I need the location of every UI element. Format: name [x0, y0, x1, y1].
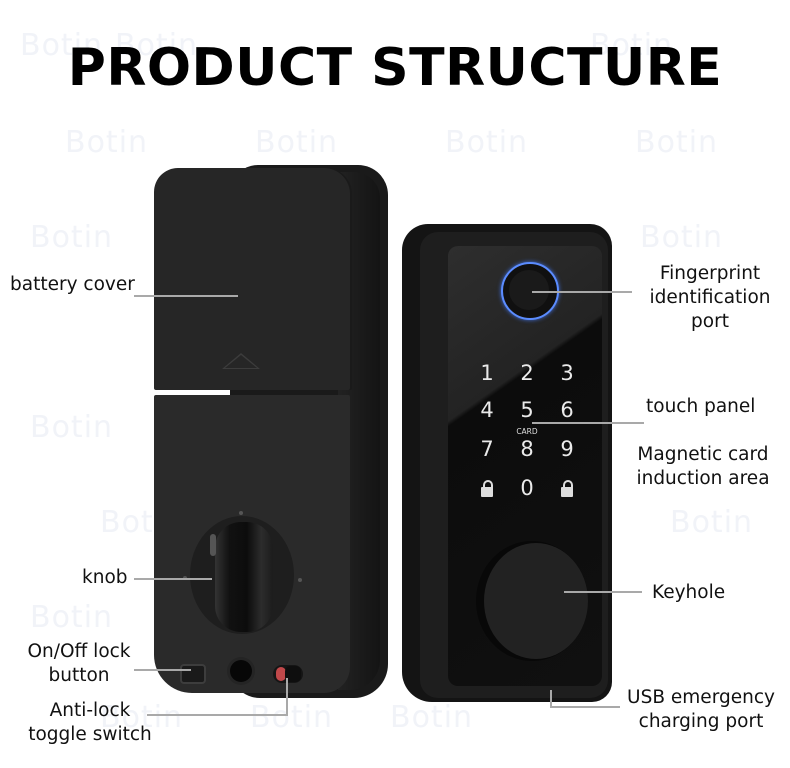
label-line: On/Off lock: [27, 641, 131, 662]
dot: [239, 511, 243, 515]
keypad-key: 3: [560, 361, 574, 385]
watermark: Botin: [65, 125, 149, 160]
leader-line: [286, 678, 288, 716]
label-line: charging port: [638, 711, 764, 732]
watermark: Botin: [445, 125, 529, 160]
keyhole-cover: [484, 543, 588, 659]
thumb-turn-knob: [215, 522, 273, 632]
watermark: Botin: [30, 410, 114, 445]
card-label: CARD: [516, 427, 538, 436]
toggle-knob: [285, 666, 301, 682]
watermark: Botin: [390, 700, 474, 735]
on-off-lock-button: [180, 664, 206, 684]
toggle-indicator: [276, 667, 286, 681]
leader-line: [134, 669, 191, 671]
keypad-key: 4: [480, 398, 494, 422]
keypad-key: 9: [560, 437, 574, 461]
fingerprint-sensor: [509, 270, 549, 310]
keypad-key: 6: [560, 398, 574, 422]
label-battery-cover: battery cover: [10, 274, 135, 295]
leader-line: [550, 706, 620, 708]
knob-indicator: [210, 534, 216, 556]
leader-line: [134, 578, 212, 580]
watermark: Botin: [255, 125, 339, 160]
watermark: Botin: [640, 220, 724, 255]
keypad-key: 8: [520, 437, 534, 461]
watermark: Botin: [115, 28, 199, 63]
arrow-up-icon: [222, 353, 260, 369]
label-usb-charging-port: USB emergency charging port: [622, 686, 780, 734]
label-on-off-lock-button: On/Off lock button: [20, 640, 138, 688]
watermark: Botin: [670, 505, 754, 540]
keypad-key: 1: [480, 361, 494, 385]
watermark: Botin: [30, 600, 114, 635]
keypad-key: 2: [520, 361, 534, 385]
unlock-icon: [561, 480, 573, 497]
leader-line: [532, 291, 632, 293]
label-line: Fingerprint: [659, 263, 761, 284]
watermark: Botin: [635, 125, 719, 160]
label-line: Anti-lock: [49, 700, 131, 721]
port-hole: [230, 660, 252, 682]
label-knob: knob: [82, 567, 128, 588]
label-line: Magnetic card: [637, 444, 769, 465]
label-line: USB emergency: [627, 687, 775, 708]
keypad-key: 0: [520, 476, 534, 500]
watermark: Botin: [100, 700, 184, 735]
leader-line: [147, 714, 288, 716]
watermark: Botin: [20, 28, 104, 63]
leader-line: [550, 690, 552, 708]
label-line: induction area: [636, 468, 770, 489]
leader-line: [134, 295, 238, 297]
watermark: Botin: [30, 220, 114, 255]
keypad-key: 5: [520, 398, 534, 422]
label-line: button: [48, 665, 110, 686]
label-magnetic-card-area: Magnetic card induction area: [630, 443, 776, 491]
lock-icon: [481, 480, 493, 497]
keypad-key: 7: [480, 437, 494, 461]
watermark: Botin: [590, 28, 674, 63]
page-title: PRODUCT STRUCTURE: [67, 38, 723, 98]
label-anti-lock-toggle: Anti-lock toggle switch: [25, 699, 155, 747]
label-touch-panel: touch panel: [646, 396, 756, 417]
label-line: port: [691, 311, 729, 332]
label-line: toggle switch: [28, 724, 152, 745]
label-line: identification: [649, 287, 771, 308]
watermark: Botin: [250, 700, 334, 735]
leader-line: [564, 591, 642, 593]
label-keyhole: Keyhole: [652, 582, 726, 603]
leader-line: [532, 422, 644, 424]
dot: [298, 578, 302, 582]
label-fingerprint-port: Fingerprint identification port: [640, 262, 780, 334]
